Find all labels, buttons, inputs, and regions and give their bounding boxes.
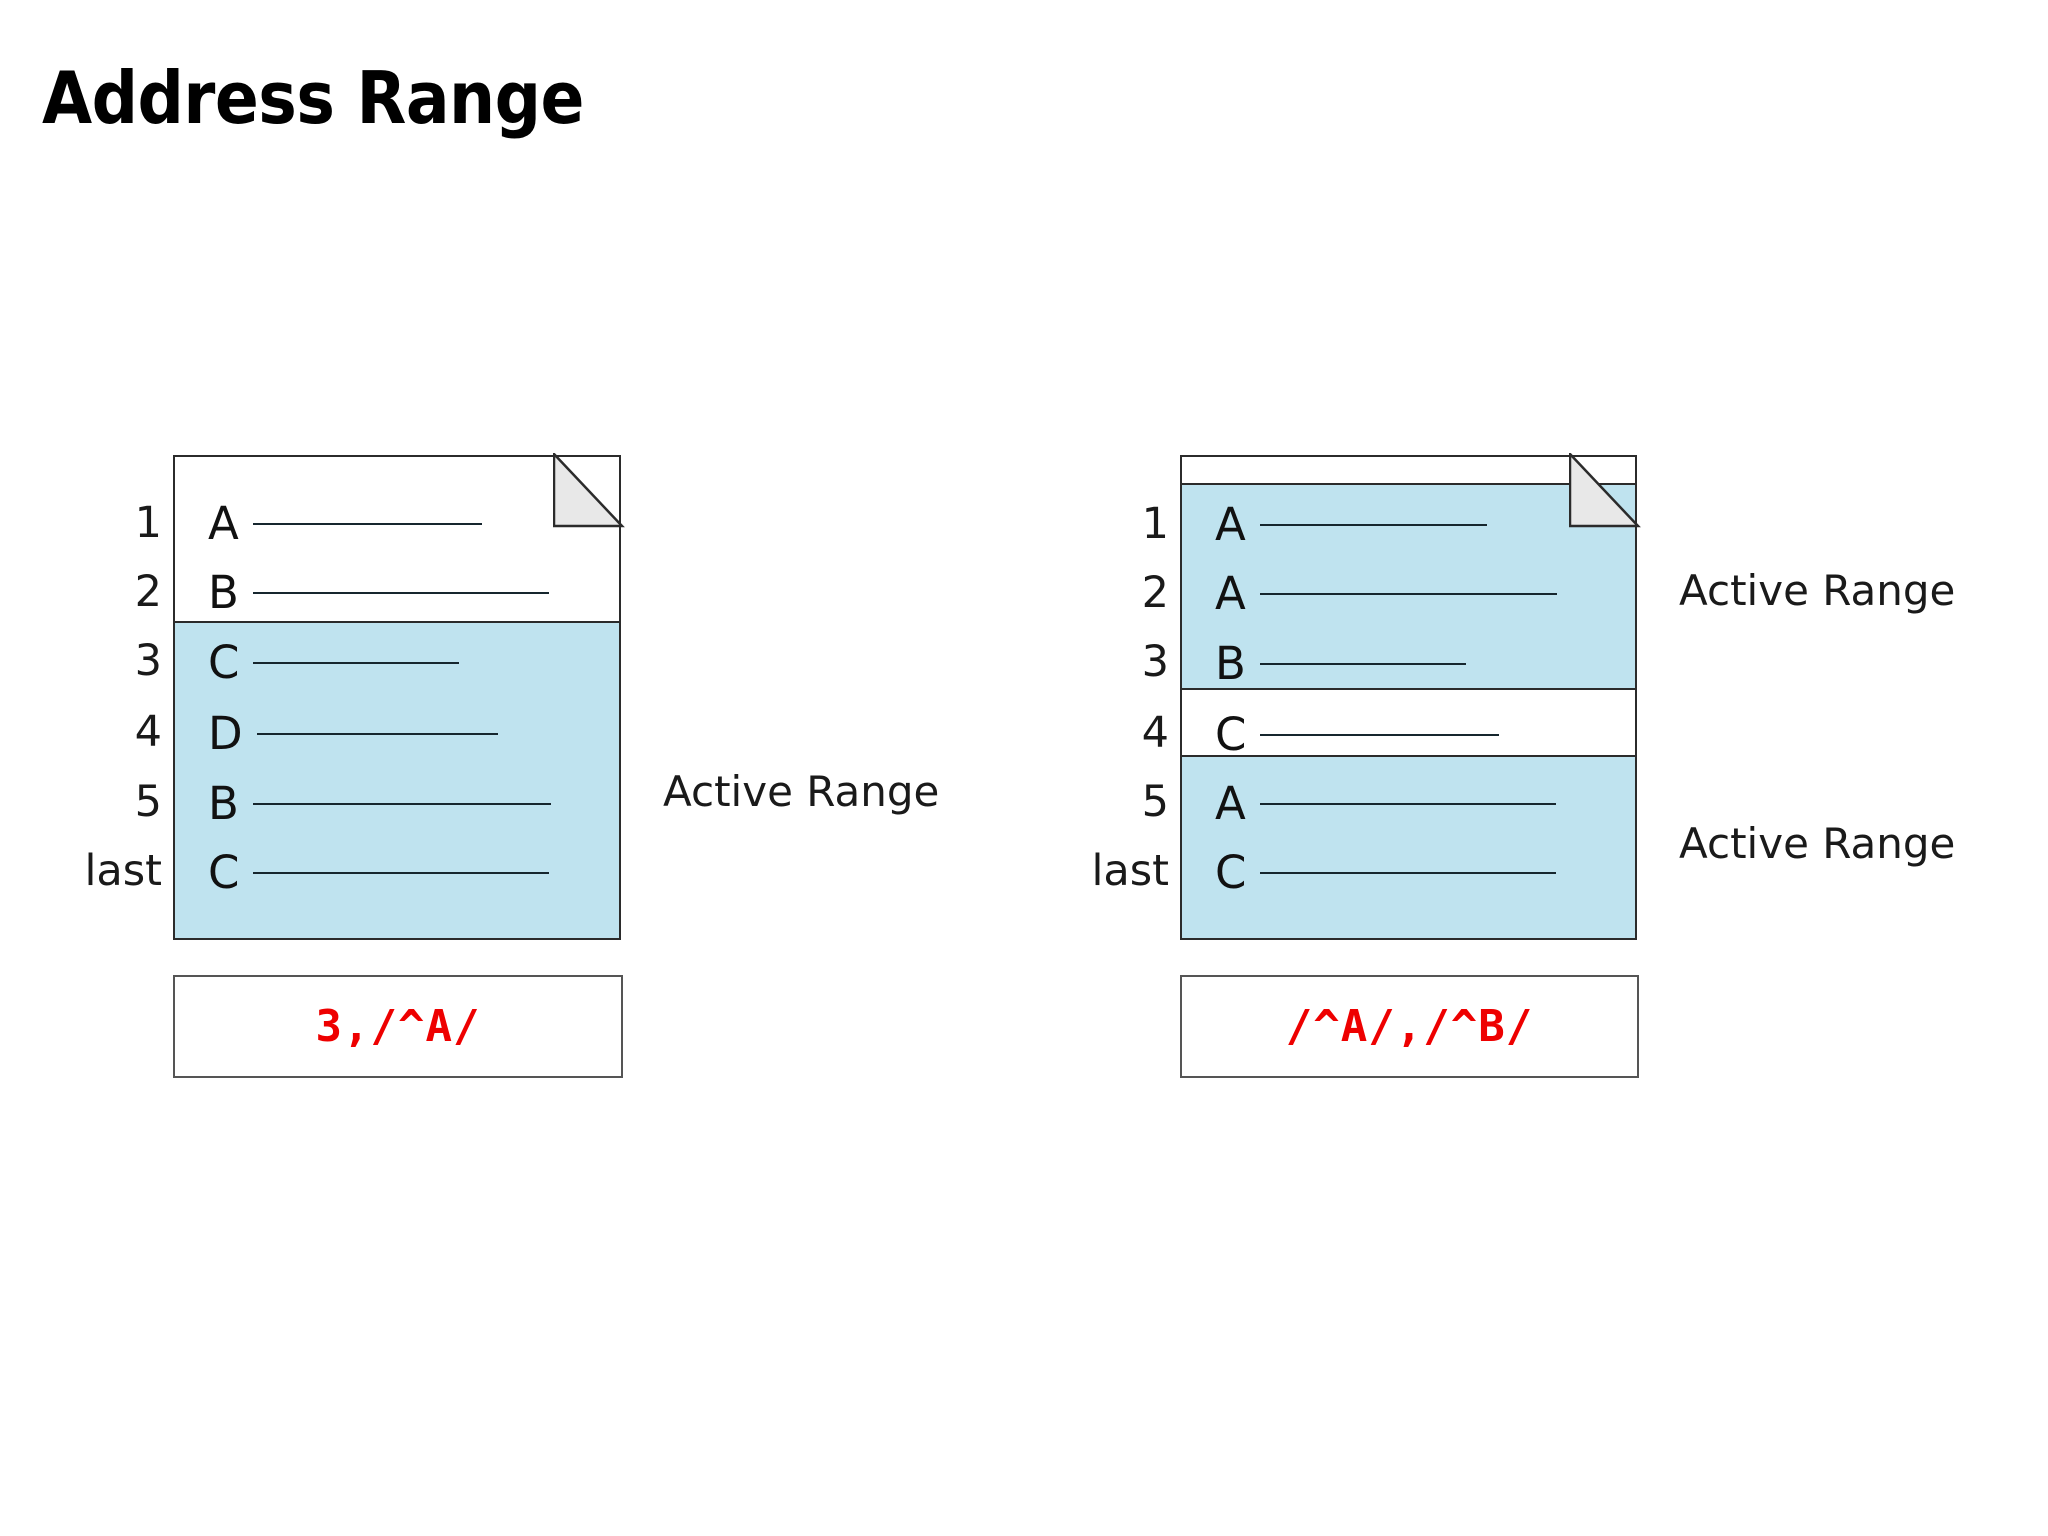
active-band-rows-1-3	[1180, 483, 1637, 690]
row-rule	[1260, 733, 1500, 736]
row-rule	[1259, 802, 1556, 805]
line-number-5: 5	[134, 777, 162, 827]
page-fold-corner-icon	[553, 453, 625, 528]
row-rule	[1259, 592, 1557, 595]
row-letter: B	[208, 566, 239, 619]
page-title: Address Range	[42, 56, 584, 140]
row-rule	[1259, 523, 1487, 526]
code-row: A	[1215, 502, 1487, 547]
row-letter: C	[208, 846, 240, 899]
row-rule	[1260, 871, 1557, 874]
row-rule	[252, 522, 482, 525]
row-letter: B	[208, 777, 239, 830]
line-number-5: 5	[1141, 777, 1169, 827]
code-row: B	[208, 781, 551, 826]
code-row: A	[1215, 781, 1556, 826]
command-text: 3,/^A/	[315, 1001, 481, 1052]
row-letter: D	[208, 707, 243, 760]
row-rule	[1259, 662, 1466, 665]
page-fold-corner-icon	[1569, 453, 1641, 528]
code-row: B	[1215, 641, 1466, 686]
command-box: 3,/^A/	[173, 975, 623, 1078]
row-letter: A	[1215, 498, 1246, 551]
row-rule	[253, 871, 550, 874]
active-band-rows-5-last	[1180, 755, 1637, 940]
code-row: D	[208, 711, 498, 756]
line-number-2: 2	[1141, 568, 1169, 618]
line-number-3: 3	[1141, 637, 1169, 687]
line-number-1: 1	[1141, 499, 1169, 549]
code-row: A	[208, 501, 482, 546]
code-row: C	[1215, 708, 1500, 761]
line-number-3: 3	[134, 636, 162, 686]
row-letter: A	[1215, 567, 1246, 620]
line-number-4: 4	[1141, 708, 1169, 758]
command-box: /^A/,/^B/	[1180, 975, 1639, 1078]
row-rule	[252, 591, 549, 594]
row-letter: C	[208, 636, 240, 689]
row-rule	[256, 732, 498, 735]
code-row: B	[208, 570, 549, 615]
row-letter: A	[1215, 777, 1246, 830]
row-letter: C	[1215, 708, 1247, 761]
inactive-band-row-4	[1180, 688, 1637, 757]
line-number-1: 1	[134, 498, 162, 548]
row-rule	[252, 802, 551, 805]
row-letter: B	[1215, 637, 1246, 690]
active-band-rows-3-last	[173, 621, 621, 940]
line-number-2: 2	[134, 567, 162, 617]
line-number-last: last	[84, 846, 162, 896]
active-range-label-upper: Active Range	[1679, 566, 1956, 615]
active-range-label-lower: Active Range	[1679, 819, 1956, 868]
row-rule	[253, 661, 460, 664]
active-range-label: Active Range	[663, 767, 940, 816]
command-text: /^A/,/^B/	[1285, 1001, 1534, 1052]
row-letter: C	[1215, 846, 1247, 899]
line-number-last: last	[1091, 846, 1169, 896]
code-row: A	[1215, 571, 1557, 616]
code-row: C	[208, 636, 460, 689]
code-row: C	[208, 846, 550, 899]
code-row: C	[1215, 846, 1557, 899]
row-letter: A	[208, 497, 239, 550]
line-number-4: 4	[134, 707, 162, 757]
